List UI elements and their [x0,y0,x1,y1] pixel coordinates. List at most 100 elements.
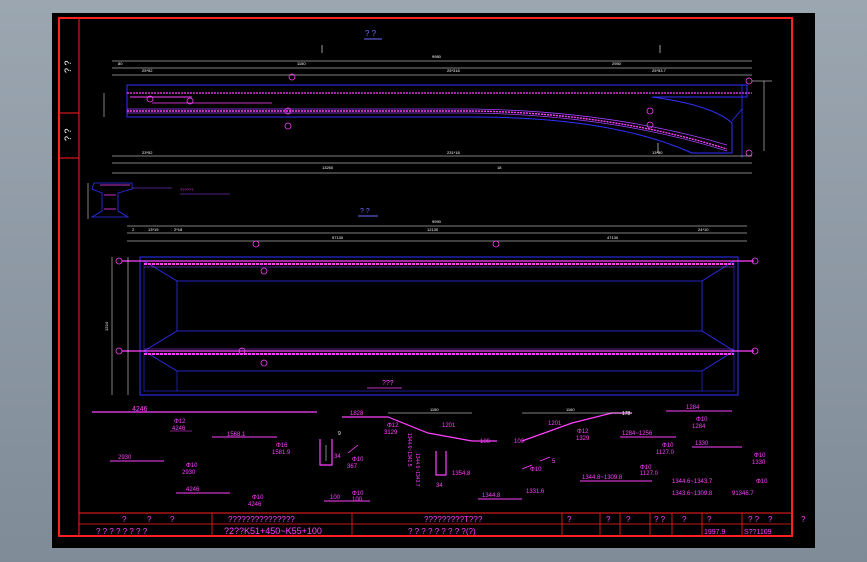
stirrup-phi10: Φ10 [352,457,364,463]
dim-top-left-a: 80 [118,61,123,66]
side-title-bottom: ? ? [63,128,73,141]
tb-row1-7: ? [626,515,631,524]
bar-3-spec: Φ10 [186,463,198,469]
tb-row1-11: ? ? [748,515,760,524]
tb-row1-5: ? [567,515,572,524]
bar-10-len: 1284 [686,405,700,411]
bar-3-len: 2930 [118,455,132,461]
tb-project: ?2??K51+450~K55+100 [224,526,322,536]
bar-2-len: 1568.1 [227,432,246,438]
tb-drawing-no: S??1109 [744,529,772,536]
bar-9-total: 1329 [576,436,590,442]
label-100a: 100 [330,495,341,501]
dim-plan-h: 2 [132,227,135,232]
label-100-d: 100 [514,439,525,445]
tb-row1-6: ? [606,515,611,524]
dim-top-left-b: 25*52 [142,68,153,73]
bar-14-total: 91346.7 [732,491,754,497]
bar-14-len: 1343.6~1309.8 [672,491,713,497]
dim-bottom-b: 231*18 [447,150,460,155]
dim-top-right-b: 25*53.7 [652,68,667,73]
tb-row2-left: ? ? ? ? ? ? ? ? [96,527,148,536]
tb-row1-8: ? ? [654,515,666,524]
dim-bottom-c: 13*50 [652,150,663,155]
stirrup-9: 9 [338,431,341,437]
bar-11-total: 1127.0 [656,450,675,456]
label-phi10b: Φ10 [352,491,364,497]
bar-13-spec: Φ10 [640,465,652,471]
tb-row1-12: ? [768,515,773,524]
bar-9-spec: Φ12 [577,429,589,435]
cad-drawing: ? ? ? ? ? ? 9980 80 25*52 1150 25*318 29… [58,17,806,537]
tb-corner: ? [801,515,806,524]
bar-4-len: 4246 [186,487,200,493]
tb-row1-4: ?????????T??? [424,515,483,524]
bar-1-spec: Φ12 [174,419,186,425]
bar-2-spec: Φ16 [276,443,288,449]
bar-1-total: 4246 [172,426,186,432]
plan-mid-mark: ??? [382,380,394,387]
title-block: ? ? ? ??????????????? ?????????T??? ? ? … [78,512,806,537]
dim-plan-b: 2*18 [174,227,183,232]
stirrup-34b: 34 [436,483,443,489]
tb-date: 1997.9 [704,529,726,536]
label-1160: 1160 [566,407,575,412]
bar-2-total: 1581.9 [272,450,291,456]
dim-top-mid: 1150 [297,61,306,66]
label-1150: 1150 [430,407,439,412]
dim-overall-top: 9980 [432,54,442,59]
dim-plan-d: 57130 [332,235,344,240]
stirrup-367: 367 [347,464,358,470]
dim-plan-g: 1224 [104,321,109,331]
dim-bottom-e: 18 [497,165,502,170]
tb-row1-1: ? [147,515,152,524]
dim-plan-a: 13*19 [148,227,159,232]
tb-row1-3: ??????????????? [228,515,295,524]
svg-text:Φ10: Φ10 [530,467,542,473]
tb-row1-9: ? [682,515,687,524]
label-1354: 1354.8 [452,471,471,477]
tb-row1-2: ? [170,515,175,524]
bar-10-total: 1284 [692,424,706,430]
bar-8-len: 1828 [350,411,364,417]
tb-row1-0: ? [122,515,127,524]
dim-top-right: 2950 [612,61,622,66]
tb-row1-10: ? [707,515,712,524]
bar-8-spec: Φ12 [387,423,399,429]
elevation-title: ? ? [365,29,377,38]
bar-6-len: 1201 [442,423,456,429]
stirrup-34: 34 [334,454,341,460]
svg-text:??????: ?????? [180,187,194,192]
bar-9-len: 1201 [548,421,562,427]
vertical-1344b: 1344.6~1343.7 [414,453,420,487]
label-178: 178 [622,411,631,417]
elevation-view: ? ? 9980 80 25*52 1150 25*318 2950 25*53… [103,29,772,174]
label-100b: 100 [352,497,363,503]
bar-12-len: 1330 [695,441,709,447]
bar-13-len: 1344.8~1309.8 [582,475,623,481]
bar-11-spec: Φ10 [662,443,674,449]
drawing-frame [58,17,793,537]
bar-13-total: 1127.0 [640,471,659,477]
bar-12-spec: Φ10 [754,453,766,459]
cross-section: ?????? [87,182,230,219]
bar-schedule: 4246 Φ12 4246 1568.1 Φ16 1581.9 2930 Φ10… [92,405,768,508]
bar-4-total: 4246 [248,502,262,508]
bar-8-total: 3129 [384,430,398,436]
dim-plan-f: 24*10 [698,227,709,232]
bar-12-total: 1330 [752,460,766,466]
label-1331: 1331.6 [526,489,545,495]
vertical-1344: 1344.6~1341.5 [406,433,412,467]
cad-viewport[interactable]: ? ? ? ? ? ? 9980 80 25*52 1150 25*318 29… [52,13,815,548]
label-1344-8: 1344.8 [482,493,501,499]
tb-row2-mid: ? ? ? ? ? ? ? ? ?(?) [408,527,476,536]
dim-plan-overall: 9990 [432,219,442,224]
bar-1-len: 4246 [132,406,148,413]
bar-13b-len: 1344.6~1343.7 [672,479,713,485]
dim-bottom-a: 23*52 [142,150,153,155]
label-5: 5 [552,459,556,465]
dim-top-mid-b: 25*318 [447,68,460,73]
plan-title: ? ? [360,208,370,215]
bar-4-spec: Φ10 [252,495,264,501]
callout-1 [288,73,296,81]
